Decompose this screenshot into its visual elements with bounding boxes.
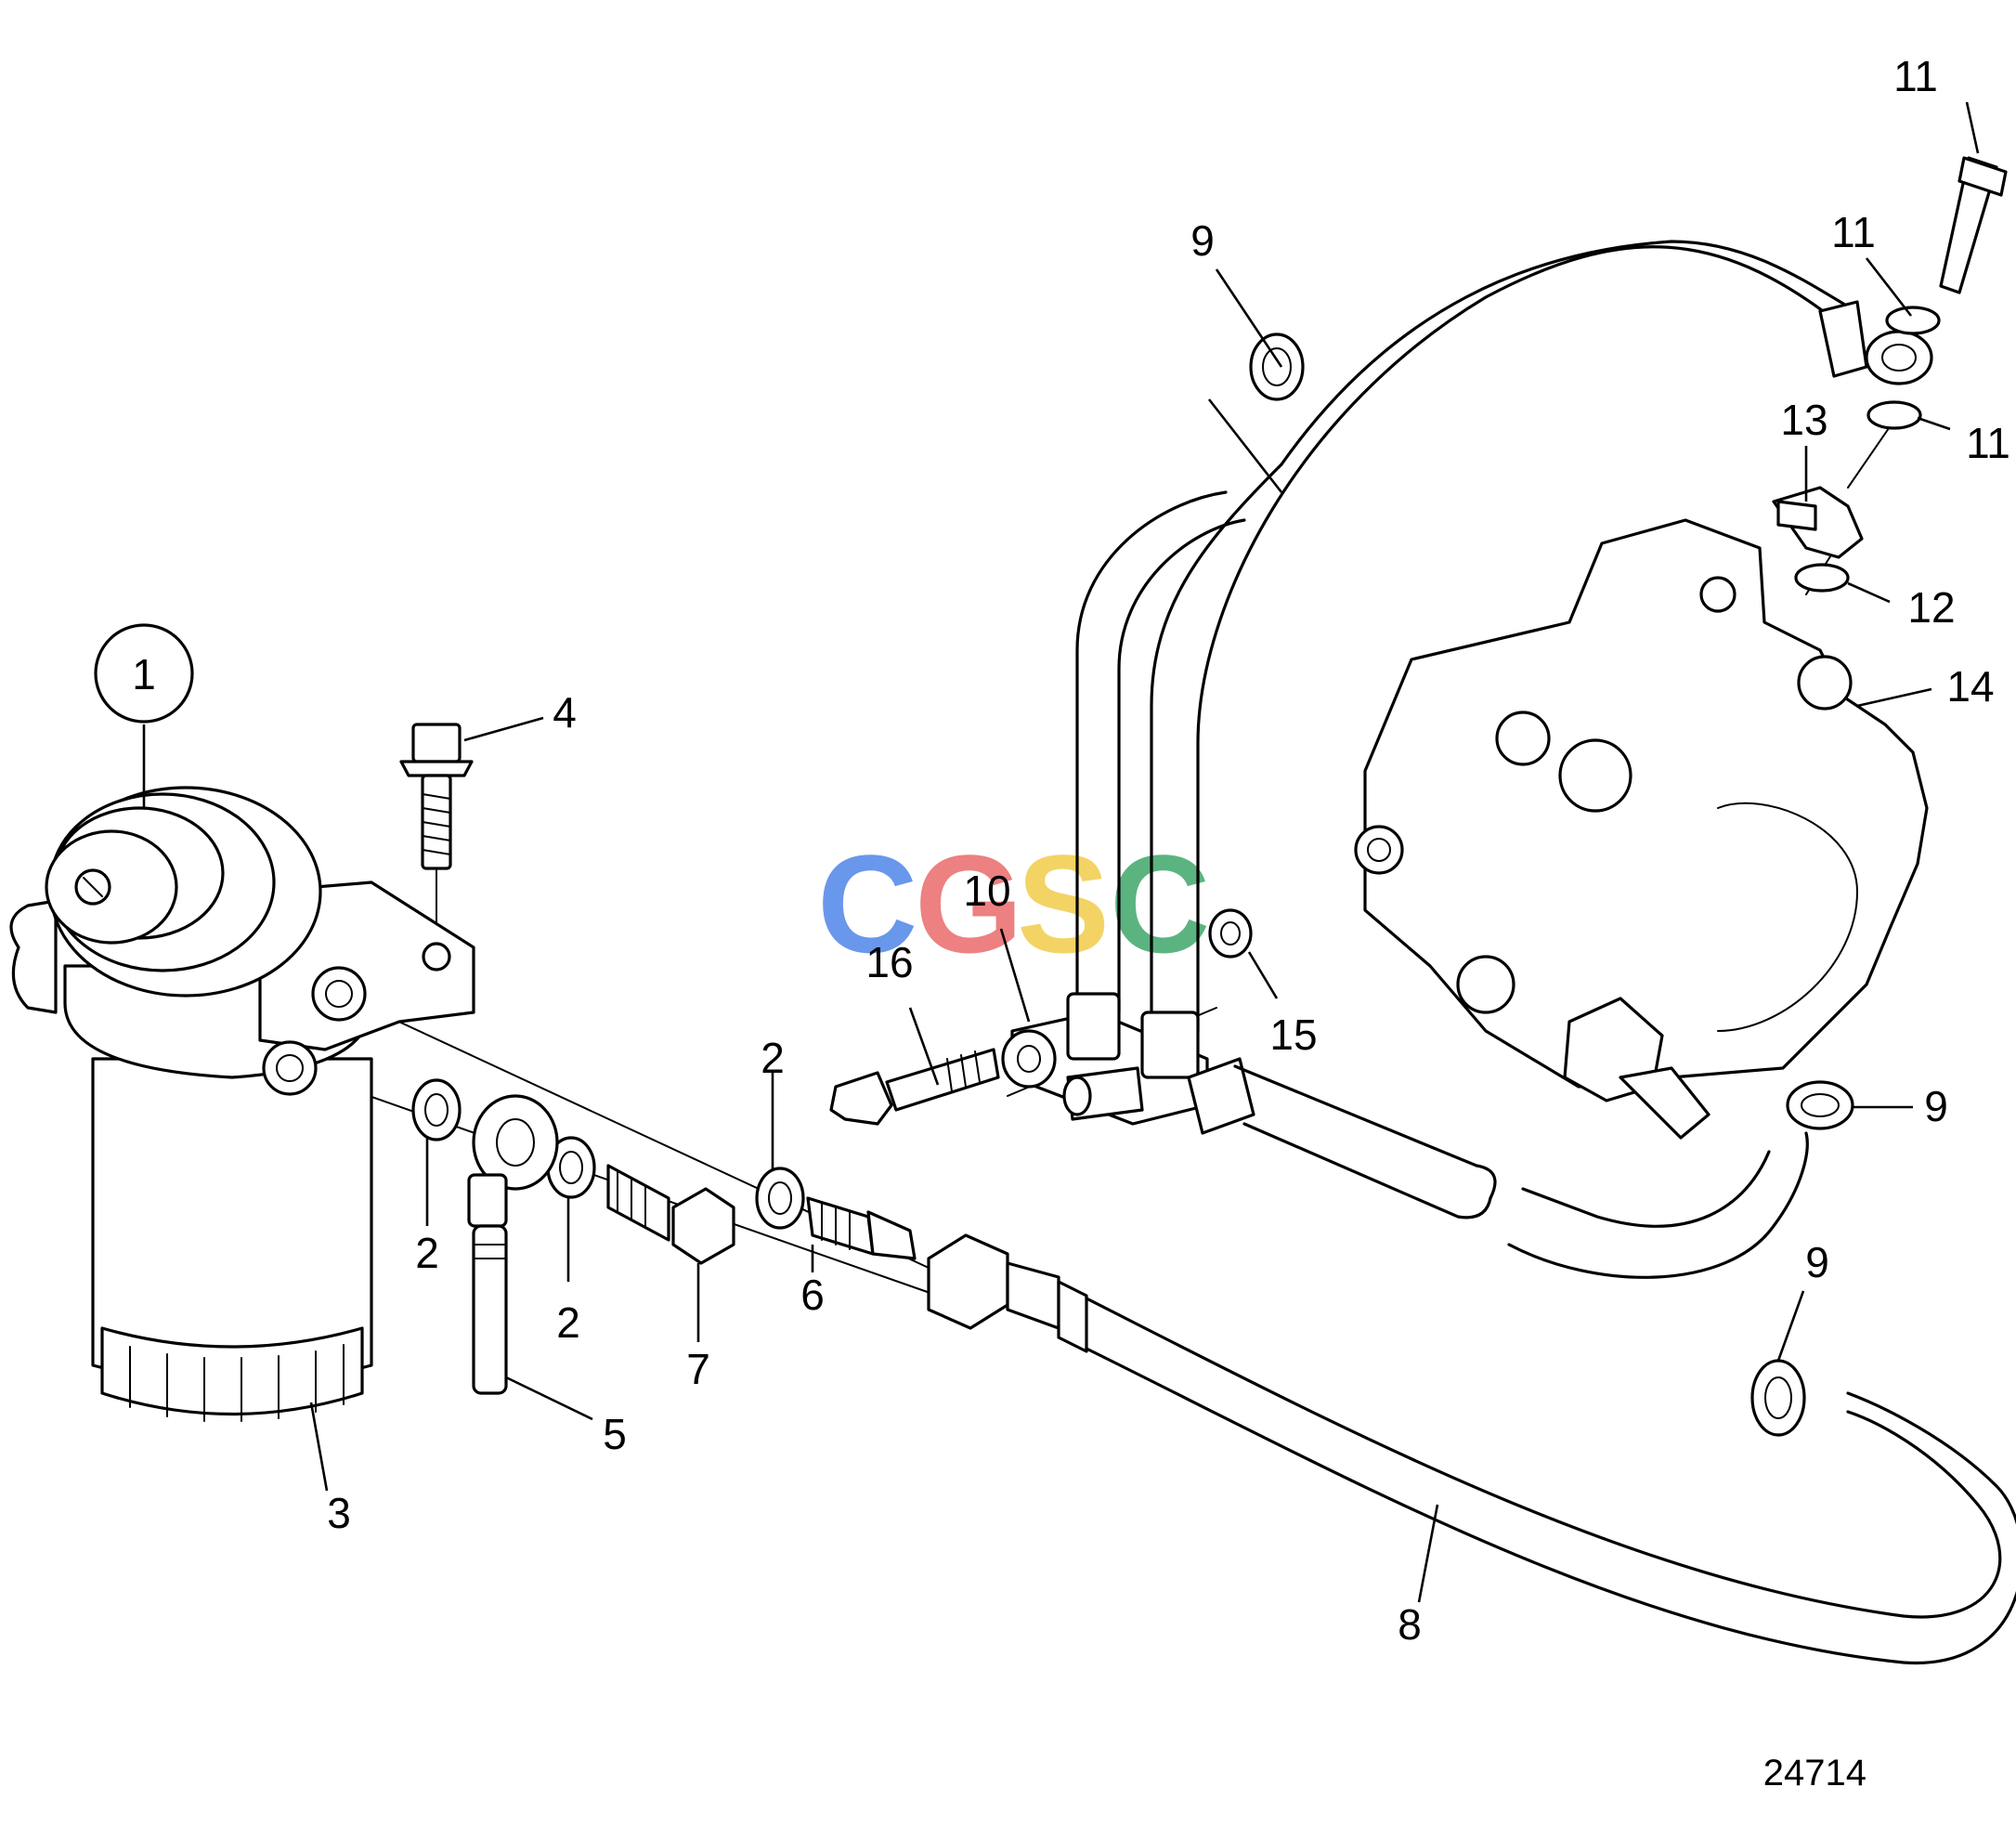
callout-4: 4 <box>553 688 577 737</box>
callout-1-circle <box>94 623 194 724</box>
watermark-letter-g: G <box>915 826 1023 982</box>
return-hoses <box>1075 240 1933 1033</box>
hose-clamps-part-9 <box>1249 333 1854 1437</box>
sealing-washers <box>411 1078 805 1230</box>
callout-11-middle: 11 <box>1831 208 1876 256</box>
banjo-fitting-part-5 <box>467 1094 559 1395</box>
callout-9-top: 9 <box>1190 216 1215 265</box>
nipple-part-6 <box>806 1196 917 1260</box>
lower-return-hose <box>1233 1064 1809 1279</box>
spacer-part-15 <box>1208 908 1253 959</box>
callout-13: 13 <box>1780 396 1827 444</box>
callout-9-right: 9 <box>1924 1082 1948 1130</box>
callout-15: 15 <box>1269 1011 1317 1059</box>
callout-11-right: 11 <box>1966 419 2010 467</box>
callout-labels: 1 4 2 2 2 3 5 6 7 8 9 9 9 10 11 11 11 12… <box>132 52 2010 1649</box>
watermark-letter-s: S <box>1017 826 1110 982</box>
callout-12: 12 <box>1907 583 1955 632</box>
callout-2-left: 2 <box>415 1229 439 1277</box>
callout-11-top: 11 <box>1893 52 1938 100</box>
bolt-part-4 <box>399 723 474 870</box>
callout-9-bottom: 9 <box>1805 1238 1829 1286</box>
watermark: C G S C <box>817 826 1210 982</box>
callout-6: 6 <box>800 1271 825 1319</box>
callout-2-middle: 2 <box>556 1298 580 1347</box>
upper-fittings <box>1772 156 2008 593</box>
callout-1: 1 <box>132 650 156 698</box>
t-connector-part-10 <box>1001 992 1255 1135</box>
high-pressure-fuel-pump <box>1354 518 1929 1140</box>
leader-lines <box>142 101 1980 1603</box>
callout-14: 14 <box>1946 662 1994 711</box>
callout-8: 8 <box>1398 1600 1422 1649</box>
fuel-filter-canister <box>91 1057 373 1422</box>
watermark-letter-c1: C <box>817 826 917 982</box>
callout-3: 3 <box>327 1489 351 1537</box>
callout-10: 10 <box>963 867 1010 915</box>
banjo-bolt-part-7 <box>606 1164 735 1265</box>
watermark-letter-c2: C <box>1110 826 1210 982</box>
callout-7: 7 <box>686 1345 710 1393</box>
callout-16: 16 <box>865 938 913 986</box>
bolt-part-16 <box>829 1048 1000 1126</box>
callout-2-right: 2 <box>761 1034 785 1082</box>
fuel-filter-housing <box>9 786 475 1096</box>
reference-number: 24714 <box>1763 1753 1866 1793</box>
callout-5: 5 <box>603 1410 627 1458</box>
fuel-hose-part-8 <box>927 1233 2016 1664</box>
